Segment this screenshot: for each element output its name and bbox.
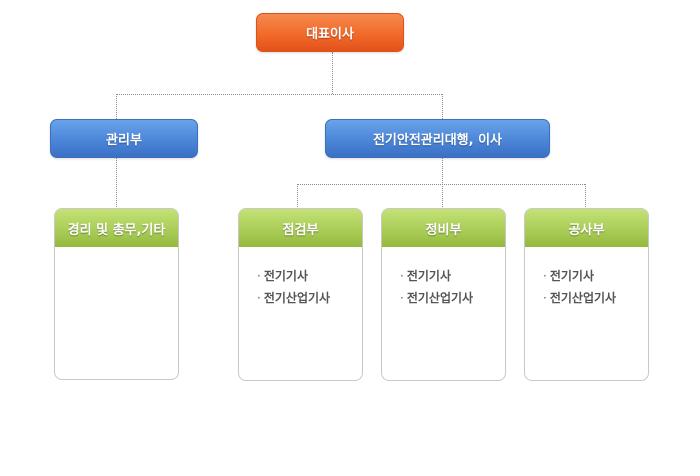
team-header-accounting[interactable]: 경리 및 총무,기타 xyxy=(55,209,178,247)
list-item: ·전기산업기사 xyxy=(543,291,617,305)
admin-dept-label: 관리부 xyxy=(106,133,142,148)
bullet-icon: · xyxy=(400,291,404,305)
connector-electrical-down xyxy=(442,158,443,209)
bullet-icon: · xyxy=(543,269,547,283)
team-label: 공사부 xyxy=(568,222,605,238)
connector-ceo-down xyxy=(332,52,333,94)
team-header-construction[interactable]: 공사부 xyxy=(525,209,648,247)
team-card-accounting: 경리 및 총무,기타 xyxy=(54,208,179,380)
bullet-icon: · xyxy=(543,291,547,305)
electrical-dept-node[interactable]: 전기안전관리대행, 이사 xyxy=(325,119,550,158)
team-header-maintenance[interactable]: 정비부 xyxy=(382,209,505,247)
team-member-list: ·전기기사 ·전기산업기사 xyxy=(239,247,362,309)
bullet-icon: · xyxy=(257,291,261,305)
team-member-list: ·전기기사 ·전기산업기사 xyxy=(525,247,648,309)
ceo-node[interactable]: 대표이사 xyxy=(256,13,404,52)
team-card-construction: 공사부 ·전기기사 ·전기산업기사 xyxy=(524,208,649,381)
team-card-maintenance: 정비부 ·전기기사 ·전기산업기사 xyxy=(381,208,506,381)
team-label: 점검부 xyxy=(282,222,319,238)
list-item: ·전기기사 xyxy=(400,269,451,283)
bullet-icon: · xyxy=(257,269,261,283)
connector-level1-horizontal xyxy=(116,94,442,95)
connector-to-electrical xyxy=(442,94,443,119)
connector-to-inspection xyxy=(297,184,298,209)
bullet-icon: · xyxy=(400,269,404,283)
team-label: 정비부 xyxy=(425,222,462,238)
list-item: ·전기산업기사 xyxy=(257,291,331,305)
list-item: ·전기기사 xyxy=(257,269,308,283)
team-header-inspection[interactable]: 점검부 xyxy=(239,209,362,247)
electrical-dept-label: 전기안전관리대행, 이사 xyxy=(372,133,503,148)
team-label: 경리 및 총무,기타 xyxy=(67,222,166,238)
ceo-label: 대표이사 xyxy=(306,27,354,42)
connector-to-admin xyxy=(116,94,117,119)
connector-to-construction xyxy=(585,184,586,209)
connector-level2-horizontal xyxy=(297,184,585,185)
team-card-inspection: 점검부 ·전기기사 ·전기산업기사 xyxy=(238,208,363,381)
team-member-list: ·전기기사 ·전기산업기사 xyxy=(382,247,505,309)
admin-dept-node[interactable]: 관리부 xyxy=(50,119,198,158)
list-item: ·전기기사 xyxy=(543,269,594,283)
connector-admin-down xyxy=(116,158,117,209)
list-item: ·전기산업기사 xyxy=(400,291,474,305)
